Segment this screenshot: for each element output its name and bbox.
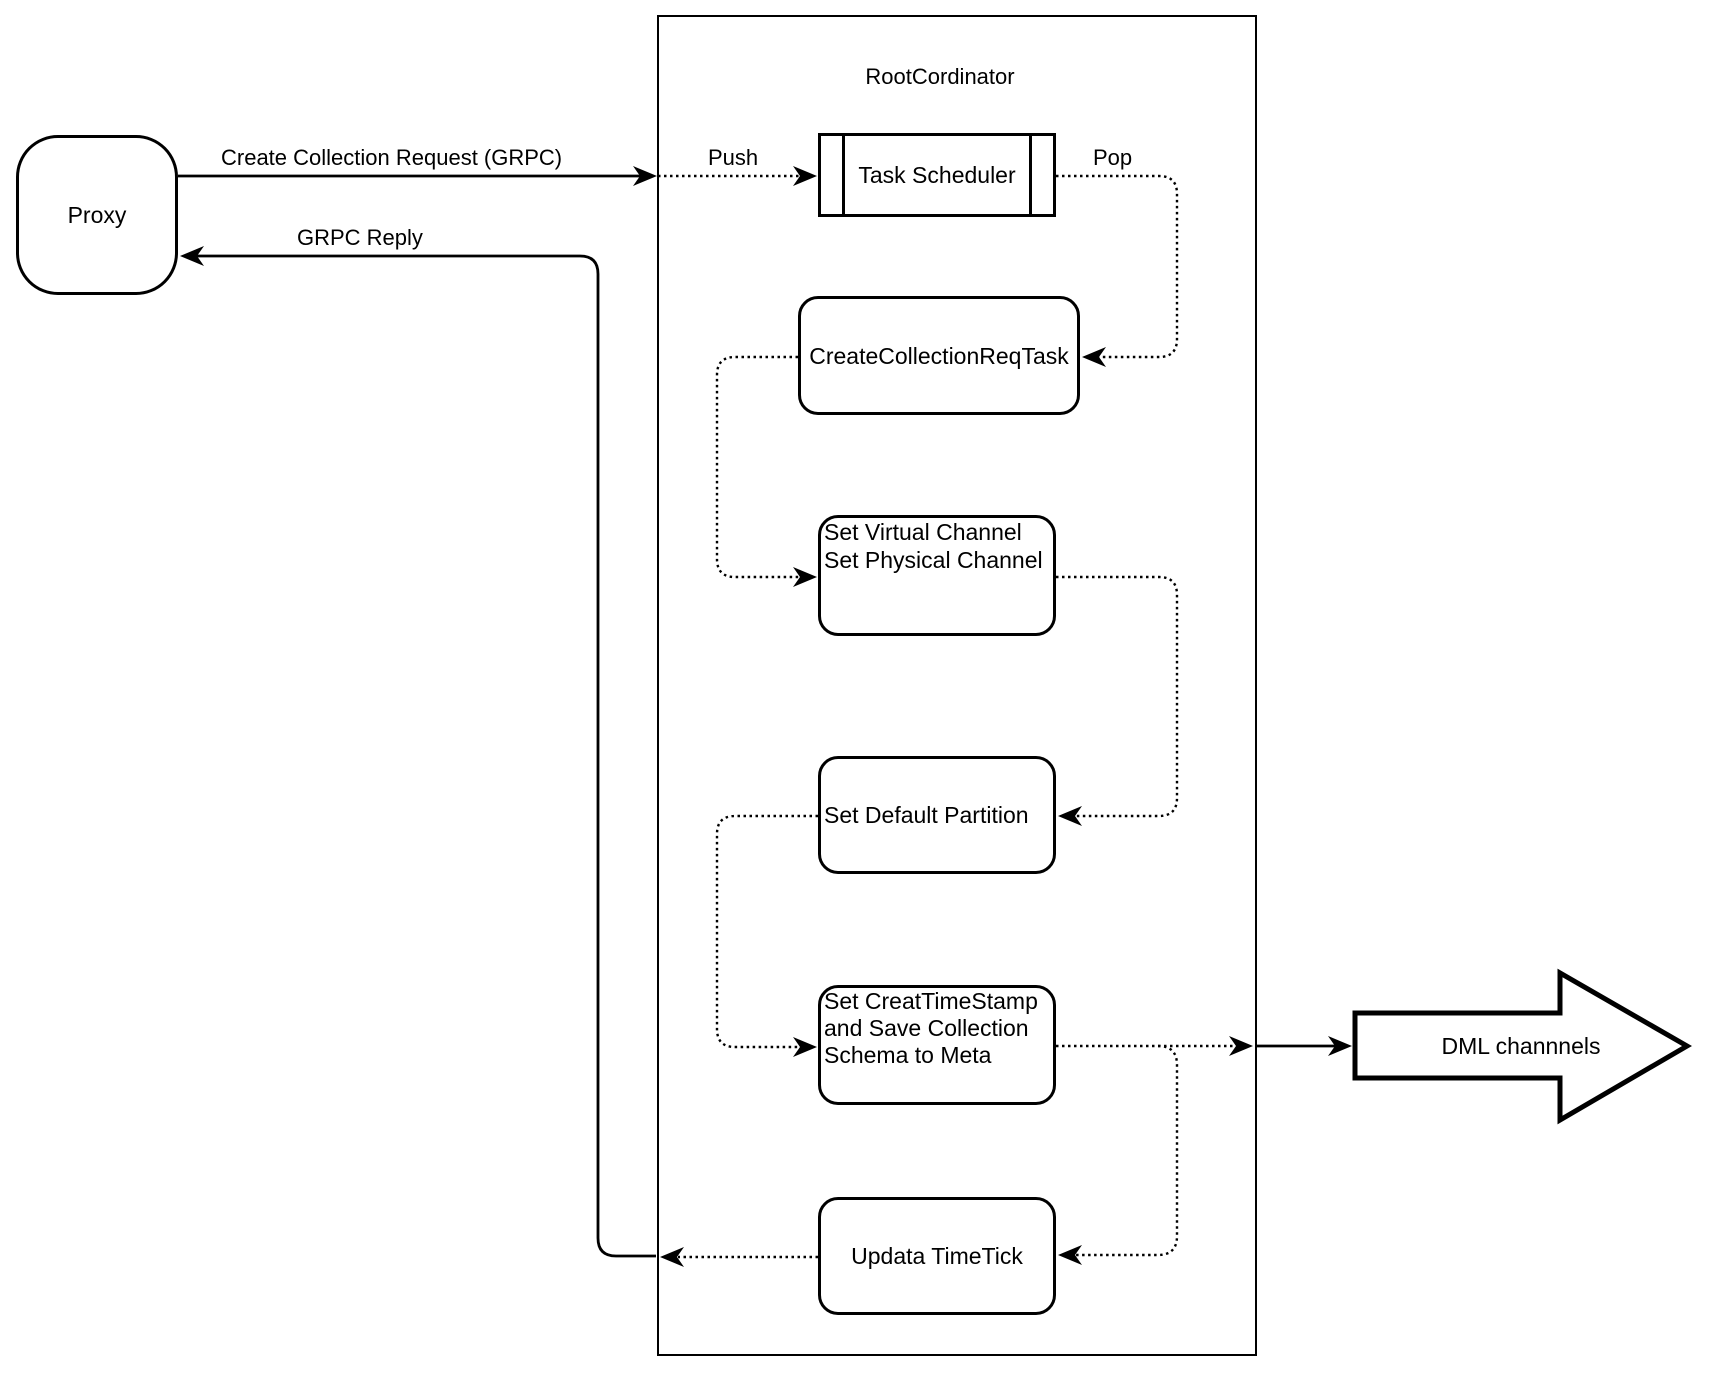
edge-push-arrowhead bbox=[793, 166, 817, 186]
node-create-collection-req-task: CreateCollectionReqTask bbox=[798, 296, 1080, 415]
node-set-creattimestamp-line3: Schema to Meta bbox=[824, 1042, 992, 1068]
edge-grpc-reply-arrowhead bbox=[180, 246, 204, 266]
node-set-default-partition-label: Set Default Partition bbox=[824, 802, 1029, 828]
node-set-creattimestamp-line1: Set CreatTimeStamp bbox=[824, 988, 1038, 1014]
node-set-creattimestamp-line2: and Save Collection bbox=[824, 1015, 1029, 1041]
edge-setts-to-updatetick-arrowhead bbox=[1058, 1245, 1082, 1265]
dml-channels-arrow-shape bbox=[1352, 968, 1692, 1125]
edge-pop-line bbox=[1056, 174, 1179, 359]
task-scheduler-right-bar bbox=[1029, 133, 1032, 217]
edge-grpc-reply-line bbox=[194, 254, 656, 1258]
edge-setchannels-to-setdefault-line bbox=[1056, 575, 1179, 818]
node-updata-timetick: Updata TimeTick bbox=[818, 1197, 1056, 1315]
node-proxy-label: Proxy bbox=[67, 202, 127, 228]
edge-setdefault-to-setts-line bbox=[715, 814, 818, 1049]
node-set-channels: Set Virtual Channel Set Physical Channel bbox=[818, 515, 1056, 636]
edge-updatetick-to-reply-arrowhead bbox=[660, 1247, 684, 1267]
edge-pop-arrowhead bbox=[1082, 347, 1106, 367]
node-proxy: Proxy bbox=[16, 135, 178, 295]
node-updata-timetick-label: Updata TimeTick bbox=[851, 1243, 1023, 1269]
task-scheduler-left-bar bbox=[842, 133, 845, 217]
edge-setts-to-border-arrowhead bbox=[1229, 1036, 1253, 1056]
node-set-creattimestamp: Set CreatTimeStamp and Save Collection S… bbox=[818, 985, 1056, 1105]
edge-setdefault-to-setts-arrowhead bbox=[793, 1037, 817, 1057]
node-create-collection-req-task-label: CreateCollectionReqTask bbox=[809, 342, 1069, 369]
rootcoordinator-container bbox=[657, 15, 1257, 1356]
edge-label-push: Push bbox=[708, 145, 759, 170]
node-task-scheduler: Task Scheduler bbox=[818, 133, 1056, 217]
edge-label-pop: Pop bbox=[1093, 145, 1133, 170]
edge-setchannels-to-setdefault-arrowhead bbox=[1058, 806, 1082, 826]
edge-createreq-to-setchannels-arrowhead bbox=[793, 567, 817, 587]
node-task-scheduler-label: Task Scheduler bbox=[858, 162, 1016, 188]
node-set-channels-line1: Set Virtual Channel bbox=[824, 519, 1022, 545]
edge-create-collection-request-arrowhead bbox=[633, 166, 657, 186]
edge-border-to-dml-arrowhead bbox=[1328, 1036, 1352, 1056]
dml-channels-label: DML channnels bbox=[1441, 1033, 1601, 1059]
rootcoordinator-title: RootCordinator bbox=[865, 64, 1015, 89]
edge-label-create-collection-request: Create Collection Request (GRPC) bbox=[221, 145, 563, 170]
edge-label-grpc-reply: GRPC Reply bbox=[297, 225, 423, 250]
node-set-channels-line2: Set Physical Channel bbox=[824, 547, 1043, 573]
node-set-default-partition: Set Default Partition bbox=[818, 756, 1056, 874]
